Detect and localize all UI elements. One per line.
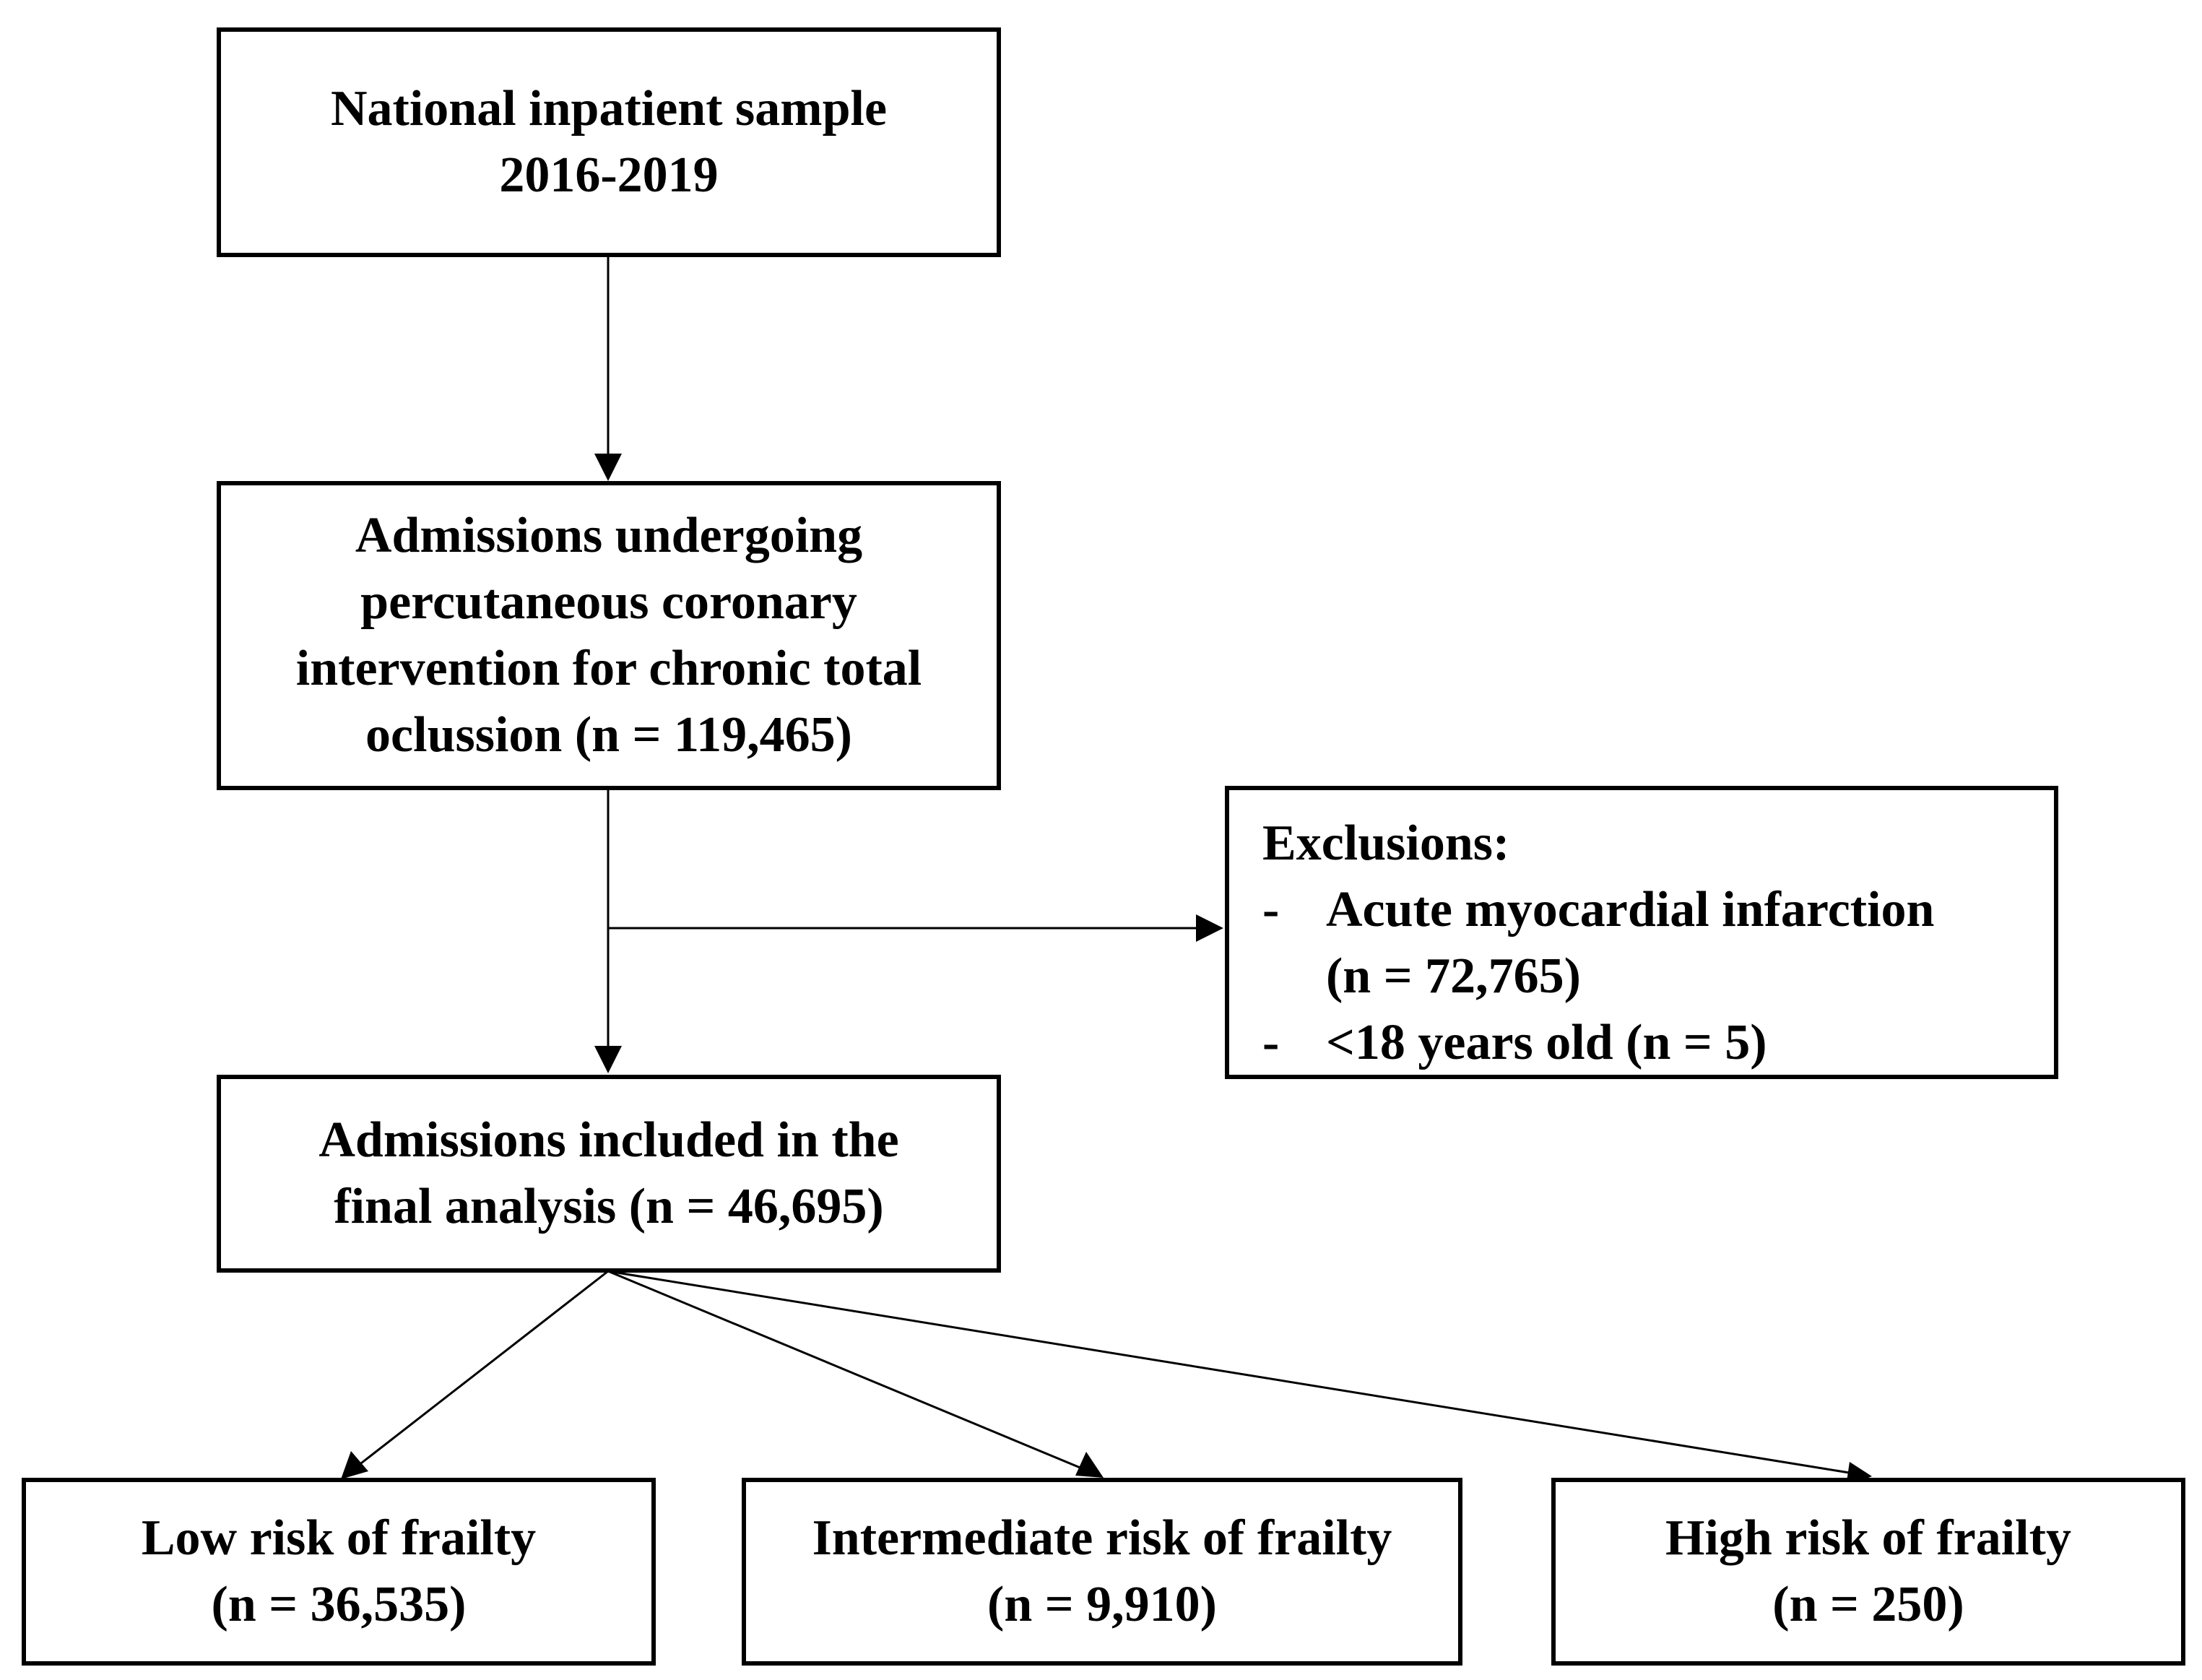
high-risk-count: (n = 250) [1772,1577,1964,1632]
final-cohort-box: Admissions included in the final analysi… [217,1075,1001,1273]
exclusion-ami-count: (n = 72,765) [1326,948,1581,1004]
low-risk-label: Low risk of frailty [141,1510,537,1566]
bullet-dash: - [1262,882,1280,938]
arrow-final-to-intermediate-risk [607,1270,1100,1477]
high-risk-box: High risk of frailty (n = 250) [1551,1478,2185,1666]
low-risk-count: (n = 36,535) [211,1577,467,1632]
exclusion-item-ami: - Acute myocardial infarction [1262,877,1934,943]
exclusions-box: Exclusions: - Acute myocardial infarctio… [1225,786,2058,1079]
exclusion-item-age: - <18 years old (n = 5) [1262,1010,1767,1076]
pci-line-4: oclussion (n = 119,465) [365,707,852,763]
exclusion-ami-label: Acute myocardial infarction [1326,882,1935,938]
arrowhead-low-risk [341,1451,368,1479]
final-line-1: Admissions included in the [318,1112,899,1168]
arrowhead-final [594,1046,622,1073]
arrow-final-to-low-risk [344,1270,609,1477]
low-risk-box: Low risk of frailty (n = 36,535) [22,1478,656,1666]
arrowhead-intermediate-risk [1075,1452,1104,1478]
bullet-dash: - [1262,1015,1280,1070]
pci-line-2: percutaneous coronary [360,574,857,630]
exclusions-heading: Exclusions: [1262,815,1510,871]
pci-cohort-box: Admissions undergoing percutaneous coron… [217,481,1001,790]
pci-line-1: Admissions undergoing [355,508,863,563]
pci-line-3: intervention for chronic total [295,641,922,696]
source-box: National inpatient sample 2016-2019 [217,27,1001,257]
exclusion-ami-count-row: (n = 72,765) [1262,943,1581,1010]
arrowhead-exclusions [1196,914,1223,942]
arrow-final-to-high-risk [607,1270,1868,1477]
source-line-1: National inpatient sample [330,81,888,137]
intermediate-risk-count: (n = 9,910) [987,1577,1217,1632]
arrowhead-pci [594,454,622,481]
high-risk-label: High risk of frailty [1665,1510,2071,1566]
intermediate-risk-label: Intermediate risk of frailty [812,1510,1392,1566]
intermediate-risk-box: Intermediate risk of frailty (n = 9,910) [742,1478,1462,1666]
source-line-2: 2016-2019 [499,147,719,203]
final-line-2: final analysis (n = 46,695) [334,1179,884,1234]
exclusion-age-label: <18 years old (n = 5) [1326,1015,1767,1070]
